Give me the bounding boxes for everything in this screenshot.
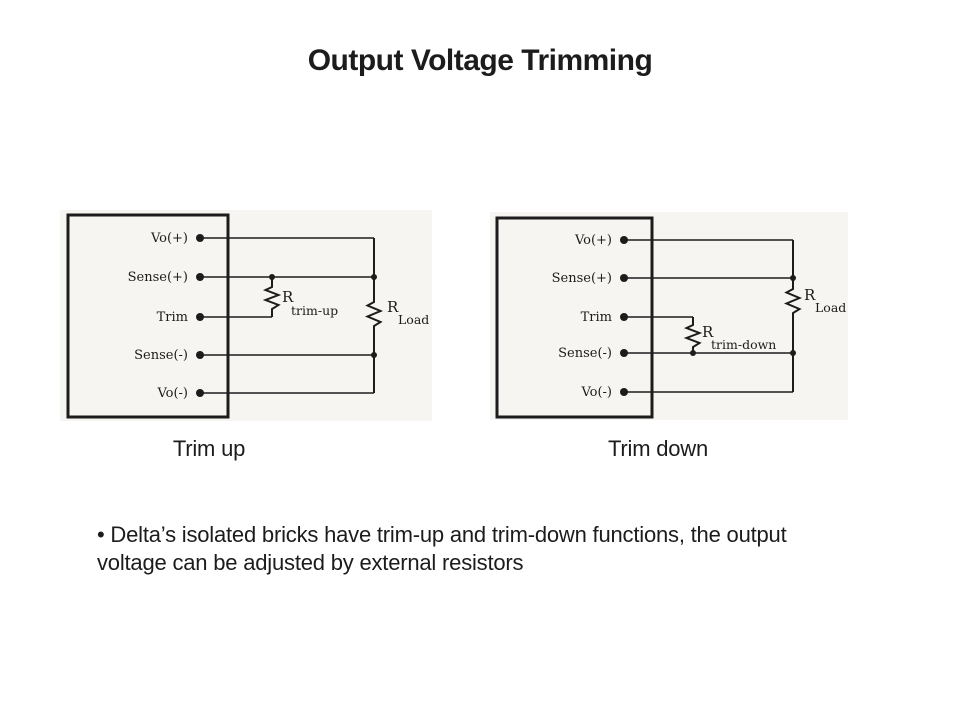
caption-trim-down: Trim down <box>607 436 709 461</box>
pin-label-vo-plus: Vo(+) <box>574 233 612 248</box>
module-box <box>66 213 230 419</box>
pin-dot <box>620 236 628 244</box>
pin-label-sense-plus: Sense(+) <box>552 271 612 286</box>
load-resistor: R Load <box>783 240 846 392</box>
junction-dot <box>269 274 275 280</box>
resistor-label: R <box>282 288 294 306</box>
pin-label-sense-plus: Sense(+) <box>128 270 188 285</box>
resistor-zigzag <box>683 317 703 353</box>
pin-label-sense-minus: Sense(-) <box>134 348 188 363</box>
bullet-text: • Delta’s isolated bricks have trim-up a… <box>97 521 897 577</box>
pin-label-vo-plus: Vo(+) <box>150 231 188 246</box>
load-resistor: R Load <box>364 238 429 393</box>
trim-up-diagram: R trim-up R Load Vo(+) Sense(+) Trim Sen… <box>60 210 432 421</box>
pin-dot <box>196 234 204 242</box>
resistor-subscript: trim-down <box>711 337 776 352</box>
resistor-subscript: Load <box>398 312 429 327</box>
resistor-zigzag <box>364 238 384 393</box>
pin-dot <box>620 274 628 282</box>
pin-dot <box>620 388 628 396</box>
pin-dot <box>620 349 628 357</box>
junction-dot <box>790 350 796 356</box>
module-pins: Vo(+) Sense(+) Trim Sense(-) Vo(-) <box>128 231 204 401</box>
junction-dot <box>690 350 696 356</box>
slide-title: Output Voltage Trimming <box>307 44 653 77</box>
resistor-subscript: Load <box>815 300 846 315</box>
module-outline <box>66 213 230 419</box>
diagram-paper <box>490 212 848 420</box>
pin-label-vo-minus: Vo(-) <box>156 386 188 401</box>
wires <box>200 237 374 394</box>
caption-trim-up: Trim up <box>172 436 246 461</box>
resistor-label: R <box>387 298 399 316</box>
bullet-line-1: • Delta’s isolated bricks have trim-up a… <box>97 522 787 547</box>
pin-dot <box>196 313 204 321</box>
junction-dot <box>790 275 796 281</box>
diagram-paper <box>60 210 432 421</box>
pin-label-trim: Trim <box>581 310 612 325</box>
pin-dot <box>620 313 628 321</box>
junction-dot <box>371 274 377 280</box>
trim-down-resistor: R trim-down <box>683 317 776 356</box>
wires <box>624 239 793 393</box>
pin-dot <box>196 389 204 397</box>
pin-label-trim: Trim <box>157 310 188 325</box>
resistor-subscript: trim-up <box>291 303 338 318</box>
trim-up-resistor: R trim-up <box>262 274 338 318</box>
module-pins: Vo(+) Sense(+) Trim Sense(-) Vo(-) <box>552 233 628 400</box>
resistor-zigzag <box>783 240 803 392</box>
pin-dot <box>196 273 204 281</box>
junction-dot <box>371 352 377 358</box>
resistor-label: R <box>804 286 816 304</box>
pin-label-sense-minus: Sense(-) <box>558 346 612 361</box>
resistor-zigzag <box>262 277 282 317</box>
bullet-line-2: voltage can be adjusted by external resi… <box>97 550 524 575</box>
pin-dot <box>196 351 204 359</box>
pin-label-vo-minus: Vo(-) <box>580 385 612 400</box>
trim-down-diagram: R trim-down R Load Vo(+) Sense(+) Trim S… <box>490 212 848 420</box>
resistor-label: R <box>702 323 714 341</box>
